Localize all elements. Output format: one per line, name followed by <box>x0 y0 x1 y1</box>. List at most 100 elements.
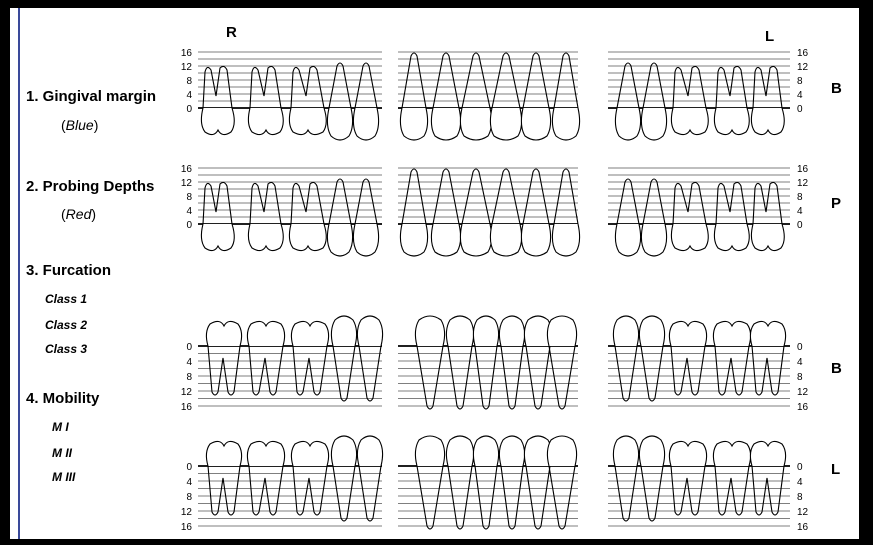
scale-tick-label: 8 <box>797 192 803 203</box>
tooth-crown-outline <box>446 436 473 466</box>
tooth-crown-outline <box>499 436 524 466</box>
scale-tick-label: 8 <box>797 76 803 87</box>
tooth-crown-outline <box>431 224 460 256</box>
tooth-crown-outline <box>473 316 498 346</box>
tooth-crown-outline <box>446 316 473 346</box>
scale-tick-label: 0 <box>186 462 192 473</box>
tooth-crown-outline <box>327 108 352 140</box>
scale-tick-label: 4 <box>186 357 192 368</box>
scale-tick-label: 16 <box>797 522 809 533</box>
scale-tick-label: 16 <box>181 164 193 175</box>
scale-tick-label: 8 <box>186 76 192 87</box>
tooth-root-outline <box>333 466 355 521</box>
tooth-crown-outline <box>639 316 664 346</box>
tooth-crown-outline <box>415 316 444 346</box>
scale-tick-label: 12 <box>181 507 193 518</box>
tooth-crown-outline <box>291 441 328 466</box>
scale-tick-label: 4 <box>186 90 192 101</box>
tooth-crown-outline <box>490 224 521 256</box>
tooth-root-outline <box>448 466 472 529</box>
scale-tick-label: 0 <box>186 342 192 353</box>
tooth-root-outline <box>615 346 637 401</box>
tooth-crown-outline <box>248 224 283 251</box>
scale-tick-label: 12 <box>797 178 809 189</box>
tooth-crown-outline <box>713 321 750 346</box>
scale-tick-label: 4 <box>797 477 803 488</box>
scale-tick-label: 8 <box>797 372 803 383</box>
tooth-crown-outline <box>613 316 638 346</box>
tooth-crown-outline <box>206 441 241 466</box>
scale-tick-label: 4 <box>186 477 192 488</box>
tooth-root-outline <box>526 346 550 409</box>
tooth-root-outline <box>549 466 575 529</box>
tooth-crown-outline <box>714 108 749 135</box>
scale-tick-label: 16 <box>797 48 809 59</box>
tooth-crown-outline <box>206 321 241 346</box>
tooth-root-outline <box>448 346 472 409</box>
tooth-crown-outline <box>713 441 750 466</box>
scale-tick-label: 0 <box>797 342 803 353</box>
tooth-root-outline <box>549 346 575 409</box>
scale-tick-label: 0 <box>797 220 803 231</box>
scale-tick-label: 8 <box>797 492 803 503</box>
tooth-crown-outline <box>547 436 576 466</box>
tooth-crown-outline <box>327 224 352 256</box>
tooth-crown-outline <box>431 108 460 140</box>
tooth-root-outline <box>433 53 459 108</box>
tooth-crown-outline <box>400 224 427 256</box>
scale-tick-label: 4 <box>797 357 803 368</box>
tooth-crown-outline <box>751 108 784 135</box>
scale-tick-label: 0 <box>797 104 803 115</box>
tooth-root-outline <box>554 53 578 108</box>
tooth-crown-outline <box>641 224 666 256</box>
tooth-root-outline <box>501 346 523 409</box>
tooth-crown-outline <box>415 436 444 466</box>
tooth-root-outline <box>526 466 550 529</box>
tooth-crown-outline <box>671 224 708 251</box>
tooth-root-outline <box>417 466 443 529</box>
tooth-crown-outline <box>641 108 666 140</box>
tooth-root-outline <box>641 466 663 521</box>
scale-tick-label: 12 <box>797 387 809 398</box>
scale-tick-label: 16 <box>181 48 193 59</box>
tooth-crown-outline <box>291 321 328 346</box>
scale-tick-label: 16 <box>181 522 193 533</box>
tooth-crown-outline <box>201 108 234 135</box>
tooth-root-outline <box>615 466 637 521</box>
tooth-crown-outline <box>547 316 576 346</box>
tooth-root-outline <box>462 169 490 224</box>
tooth-root-outline <box>433 169 459 224</box>
tooth-crown-outline <box>247 441 284 466</box>
tooth-root-outline <box>402 53 426 108</box>
tooth-root-outline <box>359 346 381 401</box>
tooth-crown-outline <box>552 108 579 140</box>
tooth-crown-outline <box>201 224 234 251</box>
tooth-crown-outline <box>490 108 521 140</box>
tooth-root-outline <box>333 346 355 401</box>
tooth-crown-outline <box>615 108 640 140</box>
tooth-crown-outline <box>357 316 382 346</box>
tooth-crown-outline <box>331 316 356 346</box>
tooth-crown-outline <box>247 321 284 346</box>
tooth-root-outline <box>523 53 549 108</box>
tooth-root-outline <box>417 346 443 409</box>
tooth-root-outline <box>492 169 520 224</box>
scale-tick-label: 12 <box>181 62 193 73</box>
tooth-root-outline <box>462 53 490 108</box>
tooth-crown-outline <box>460 108 491 140</box>
tooth-crown-outline <box>248 108 283 135</box>
scale-tick-label: 4 <box>186 206 192 217</box>
tooth-crown-outline <box>751 224 784 251</box>
tooth-root-outline <box>475 466 497 529</box>
tooth-crown-outline <box>353 224 378 256</box>
tooth-crown-outline <box>473 436 498 466</box>
scale-tick-label: 0 <box>797 462 803 473</box>
tooth-root-outline <box>523 169 549 224</box>
tooth-crown-outline <box>400 108 427 140</box>
tooth-crown-outline <box>357 436 382 466</box>
scale-tick-label: 12 <box>797 62 809 73</box>
tooth-crown-outline <box>353 108 378 140</box>
tooth-crown-outline <box>552 224 579 256</box>
tooth-root-outline <box>501 466 523 529</box>
